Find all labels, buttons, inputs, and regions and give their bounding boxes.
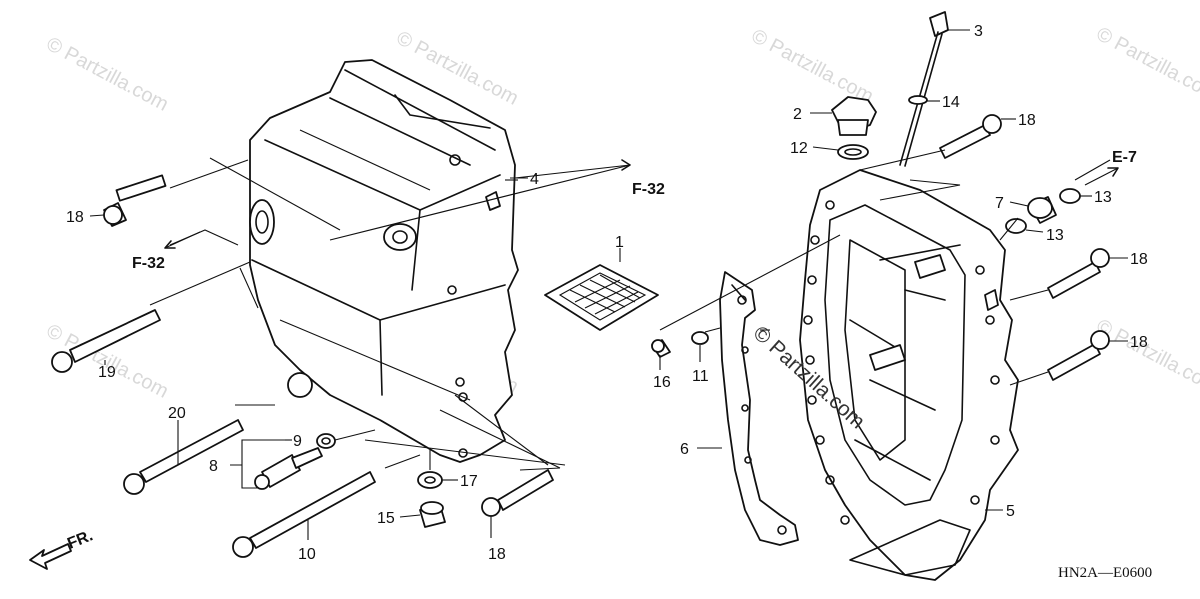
bolt-18-right-3 bbox=[1047, 330, 1110, 381]
watermark-3: © Partzilla.com bbox=[748, 25, 877, 108]
oring-13-lower bbox=[1005, 218, 1027, 234]
bolt-18-right-2 bbox=[1047, 248, 1110, 299]
callout-20: 20 bbox=[168, 405, 186, 422]
callout-10: 10 bbox=[298, 546, 316, 563]
watermarks: © Partzilla.com © Partzilla.com © Partzi… bbox=[43, 23, 1200, 403]
head-cover-part-4 bbox=[249, 59, 519, 463]
watermark-4: © Partzilla.com bbox=[1093, 23, 1200, 106]
bolt-18-right-1 bbox=[939, 114, 1002, 159]
ref-f32-left: F-32 bbox=[132, 255, 165, 272]
callout-4: 4 bbox=[530, 171, 539, 188]
plug-15 bbox=[419, 501, 446, 528]
ref-f32-right: F-32 bbox=[632, 181, 665, 198]
callout-18-right-3: 18 bbox=[1130, 334, 1148, 351]
watermark-7: © Partzilla.com bbox=[1093, 315, 1200, 398]
callout-7: 7 bbox=[995, 195, 1004, 212]
callout-18-bottom: 18 bbox=[488, 546, 506, 563]
ref-e7: E-7 bbox=[1112, 149, 1137, 166]
callout-6: 6 bbox=[680, 441, 689, 458]
bolt-20 bbox=[123, 419, 244, 495]
callout-3: 3 bbox=[974, 23, 983, 40]
callout-14: 14 bbox=[942, 94, 960, 111]
callout-15: 15 bbox=[377, 510, 395, 527]
diagram-code: HN2A—E0600 bbox=[1058, 565, 1152, 581]
dipstick-3 bbox=[899, 11, 949, 167]
bolt-10 bbox=[232, 471, 376, 558]
callouts: 1 2 3 4 5 6 7 8 9 10 11 12 13 13 14 15 1 bbox=[66, 23, 1148, 563]
washer-17 bbox=[417, 471, 443, 489]
callout-17: 17 bbox=[460, 473, 478, 490]
callout-8: 8 bbox=[209, 458, 218, 475]
callout-5: 5 bbox=[1006, 503, 1015, 520]
bolt-18-bottom bbox=[481, 469, 554, 517]
callout-16: 16 bbox=[653, 374, 671, 391]
leader-lines-right bbox=[659, 149, 1111, 386]
callout-18-right-2: 18 bbox=[1130, 251, 1148, 268]
callout-11: 11 bbox=[692, 368, 709, 385]
washer-9 bbox=[316, 433, 336, 449]
oring-13-upper bbox=[1059, 188, 1081, 204]
callout-18-left: 18 bbox=[66, 209, 84, 226]
frame-part-5 bbox=[799, 169, 1019, 581]
bolt-19 bbox=[51, 309, 161, 373]
gasket-6 bbox=[719, 271, 799, 546]
watermark-1: © Partzilla.com bbox=[43, 33, 172, 116]
filter-screen-1 bbox=[544, 264, 659, 331]
filler-cap-2 bbox=[831, 96, 877, 136]
bolt-16 bbox=[651, 339, 671, 358]
callout-19: 19 bbox=[98, 364, 116, 381]
callout-13-upper: 13 bbox=[1094, 189, 1112, 206]
callout-9: 9 bbox=[293, 433, 302, 450]
reference-arrows: F-32 F-32 E-7 FR. bbox=[29, 149, 1137, 570]
leader-lines-left bbox=[149, 157, 631, 471]
bolt-18-left bbox=[103, 174, 167, 227]
callout-12: 12 bbox=[790, 140, 808, 157]
front-label: FR. bbox=[65, 527, 95, 552]
washer-11 bbox=[691, 331, 709, 345]
grommet-7 bbox=[1027, 196, 1057, 224]
oring-12 bbox=[837, 144, 869, 160]
callout-18-right-1: 18 bbox=[1018, 112, 1036, 129]
front-arrow: FR. bbox=[29, 527, 95, 570]
callout-13-lower: 13 bbox=[1046, 227, 1064, 244]
callout-2: 2 bbox=[793, 106, 802, 123]
callout-1: 1 bbox=[615, 234, 624, 251]
sensor-8 bbox=[254, 447, 323, 490]
